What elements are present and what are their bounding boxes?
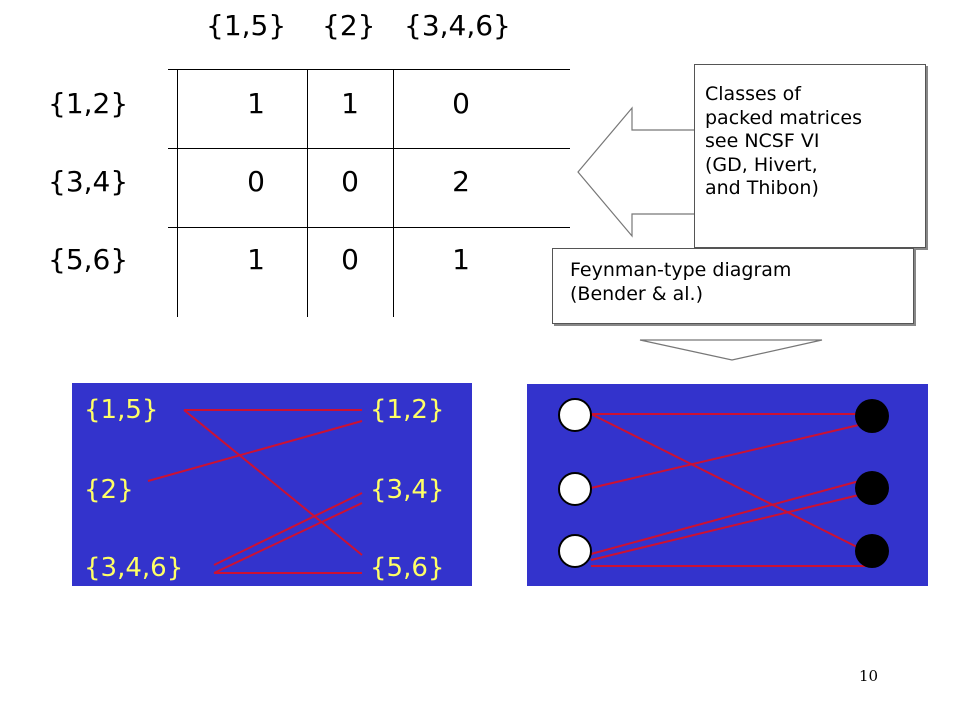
open-node	[558, 472, 592, 506]
callout-line: see NCSF VI	[705, 130, 820, 152]
row-label: {1,2}	[48, 87, 129, 120]
open-node	[558, 534, 592, 568]
matrix-cell: 1	[341, 87, 359, 120]
down-arrow	[639, 339, 823, 361]
left-node-label: {2}	[84, 475, 134, 505]
matrix-cell: 2	[452, 165, 470, 198]
column-header: {3,4,6}	[404, 9, 511, 42]
callout-line: (Bender & al.)	[570, 282, 704, 305]
matrix-cell: 0	[341, 165, 359, 198]
column-header: {1,5}	[206, 9, 287, 42]
feynman-graph	[558, 398, 889, 568]
callout-line: Feynman-type diagram	[570, 259, 792, 281]
row-divider	[168, 227, 570, 228]
column-divider	[177, 69, 178, 317]
row-divider	[168, 69, 570, 70]
right-node-label: {5,6}	[370, 553, 445, 583]
edge	[213, 492, 363, 566]
edge	[183, 409, 363, 556]
edge	[590, 423, 864, 489]
edge	[213, 502, 363, 574]
right-node-label: {3,4}	[370, 475, 445, 505]
edge	[590, 479, 864, 555]
filled-node	[855, 534, 889, 568]
bipartite-panel: {1,5} {2} {3,4,6} {1,2} {3,4} {5,6}	[72, 383, 472, 586]
feynman-panel	[527, 384, 928, 586]
matrix-cell: 0	[247, 165, 265, 198]
filled-node	[855, 471, 889, 505]
matrix-cell: 0	[341, 243, 359, 276]
matrix-cell: 1	[247, 87, 265, 120]
packed-matrix: {1,5} {2} {3,4,6} {1,2} 1 1 0 {3,4} 0 0 …	[0, 0, 600, 330]
column-header: {2}	[322, 9, 376, 42]
column-divider	[393, 69, 394, 317]
left-node-label: {1,5}	[84, 395, 159, 425]
matrix-cell: 1	[247, 243, 265, 276]
edge	[147, 420, 363, 482]
matrix-cell: 0	[452, 87, 470, 120]
column-divider	[307, 69, 308, 317]
page-number: 10	[859, 667, 879, 685]
left-arrow	[577, 106, 696, 238]
callout-line: packed matrices	[705, 106, 862, 129]
filled-node	[855, 399, 889, 433]
callout-line: and Thibon)	[705, 177, 819, 199]
callout-line: (GD, Hivert,	[705, 153, 818, 176]
feynman-callout: Feynman-type diagram (Bender & al.)	[552, 248, 914, 324]
open-node	[558, 398, 592, 432]
matrix-cell: 1	[452, 243, 470, 276]
row-label: {5,6}	[48, 243, 129, 276]
bipartite-edges	[147, 409, 363, 574]
row-label: {3,4}	[48, 165, 129, 198]
right-node-label: {1,2}	[370, 395, 445, 425]
edge	[590, 493, 864, 561]
callout-line: Classes of	[705, 83, 801, 105]
row-divider	[168, 148, 570, 149]
left-node-label: {3,4,6}	[84, 553, 184, 583]
edge	[590, 413, 868, 553]
classes-callout: Classes of packed matrices see NCSF VI (…	[694, 64, 926, 248]
